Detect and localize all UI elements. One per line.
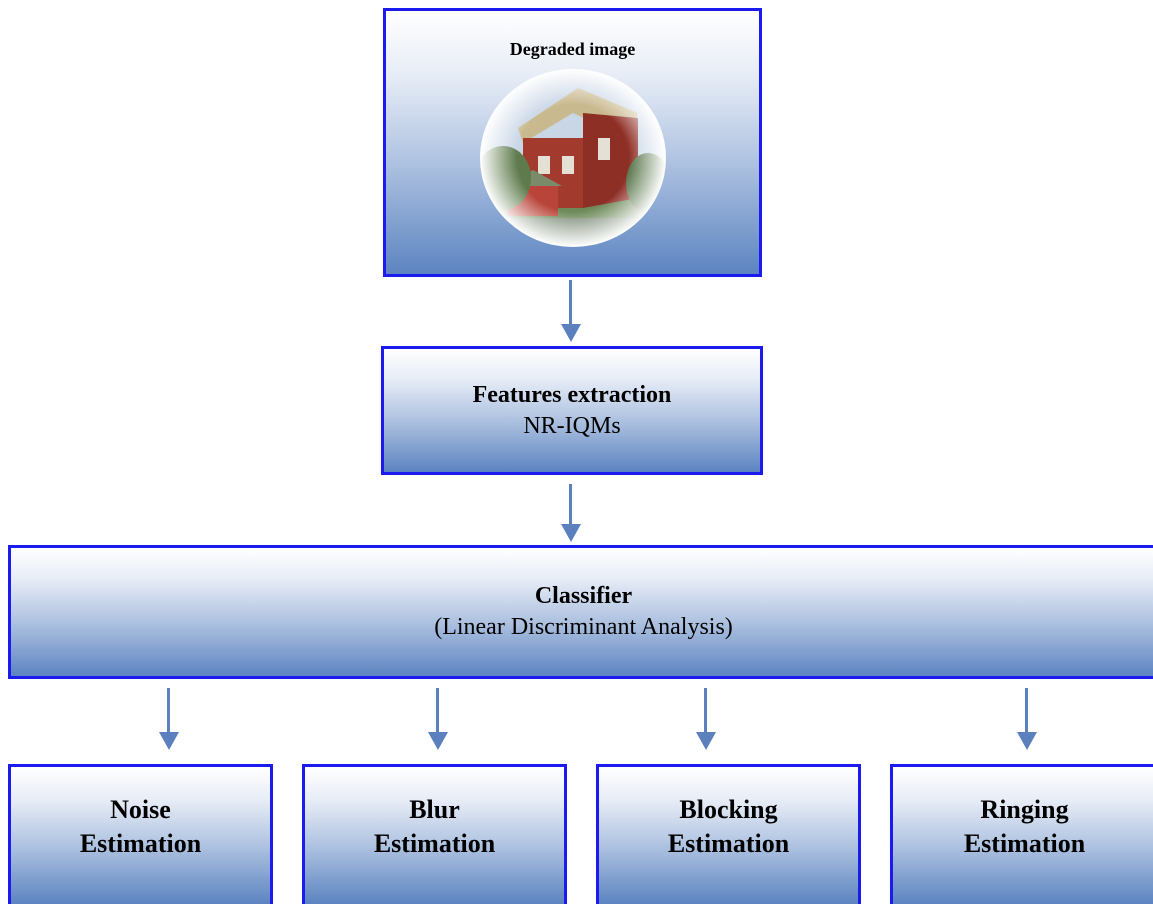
ringing-estimation-line2: Estimation	[963, 829, 1086, 858]
blur-estimation-line1: Blur	[409, 795, 460, 824]
blocking-estimation-node: Blocking Estimation	[596, 764, 861, 904]
classifier-subtitle: (Linear Discriminant Analysis)	[434, 614, 733, 640]
classifier-title: Classifier	[534, 583, 633, 609]
degraded-image-node: Degraded image	[383, 8, 762, 277]
noise-estimation-node: Noise Estimation	[8, 764, 273, 904]
features-extraction-title: Features extraction	[472, 381, 672, 408]
noise-estimation-line1: Noise	[110, 795, 171, 824]
classifier-node: Classifier (Linear Discriminant Analysis…	[8, 545, 1153, 679]
blur-estimation-line2: Estimation	[373, 829, 496, 858]
features-extraction-node: Features extraction NR-IQMs	[381, 346, 763, 475]
ringing-estimation-node: Ringing Estimation	[890, 764, 1153, 904]
barn-photo	[479, 69, 666, 247]
features-extraction-subtitle: NR-IQMs	[523, 412, 621, 439]
blocking-estimation-line2: Estimation	[667, 829, 790, 858]
blur-estimation-node: Blur Estimation	[302, 764, 567, 904]
noise-estimation-line2: Estimation	[79, 829, 202, 858]
degraded-image-title: Degraded image	[509, 39, 636, 59]
blocking-estimation-line1: Blocking	[679, 795, 778, 824]
ringing-estimation-line1: Ringing	[980, 795, 1069, 824]
